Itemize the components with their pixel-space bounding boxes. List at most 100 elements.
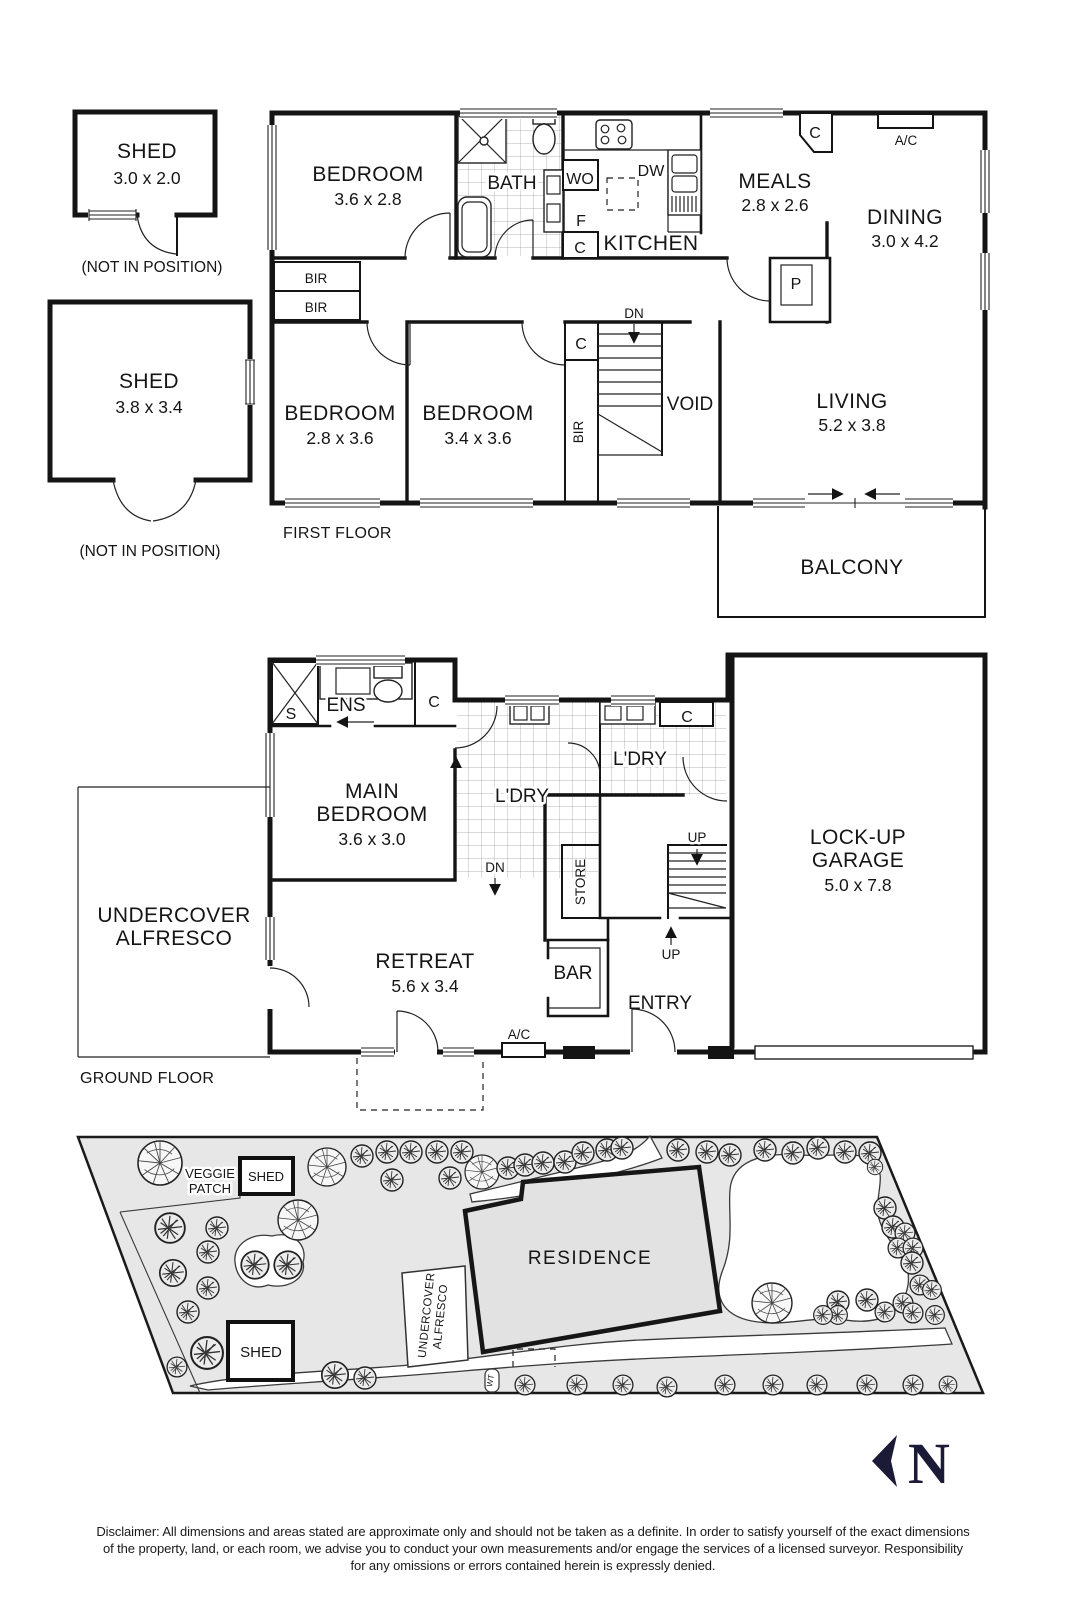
bedroom2-label: BEDROOM <box>284 402 395 425</box>
site-plan: VEGGIE PATCH SHED SHED RESIDENCE UNDERCO… <box>76 1134 985 1398</box>
shed1-label: SHED <box>117 140 177 163</box>
laundry1-tiled-floor <box>457 702 598 878</box>
void-label: VOID <box>667 394 713 415</box>
ac-label-first: A/C <box>895 133 918 148</box>
ens-label: ENS <box>326 695 365 716</box>
shed2-label: SHED <box>119 370 179 393</box>
kitchen-fixtures <box>562 119 702 259</box>
tree-icon <box>900 1251 924 1275</box>
tree-icon <box>196 1276 220 1300</box>
site-shed-bottom-label: SHED <box>240 1344 282 1361</box>
ens-toilet <box>373 679 403 703</box>
tree-icon <box>450 1140 474 1164</box>
tree-icon <box>190 1336 224 1370</box>
laundry-tubs <box>509 701 656 725</box>
tree-icon <box>320 1360 350 1390</box>
tree-icon <box>154 1212 186 1244</box>
porch-dashed-outline <box>356 1058 484 1111</box>
vanity <box>543 169 564 233</box>
bedroom3-dims: 3.4 x 3.6 <box>444 428 511 448</box>
dn-label-first: DN <box>624 306 644 321</box>
fridge-label: F <box>576 213 586 230</box>
tree-icon <box>610 1136 634 1160</box>
garage-door <box>754 1045 974 1060</box>
bar-counter <box>546 938 610 1018</box>
ac-unit-ground <box>501 1042 546 1058</box>
tree-icon <box>176 1300 200 1324</box>
tree-icon <box>833 1140 857 1164</box>
shed1-plan: SHED 3.0 x 2.0 (NOT IN POSITION) <box>72 109 222 276</box>
tree-icon <box>307 1147 347 1187</box>
toilet <box>532 123 556 155</box>
tree-icon <box>137 1140 183 1186</box>
tree-icon <box>666 1138 690 1162</box>
first-floor-windows <box>266 107 991 509</box>
living-dims: 5.2 x 3.8 <box>818 415 885 435</box>
tree-icon <box>277 1199 319 1241</box>
tree-icon <box>380 1168 404 1192</box>
pantry-label: P <box>791 276 802 293</box>
site-shed-top-label: SHED <box>248 1169 284 1184</box>
shed1-dims: 3.0 x 2.0 <box>113 168 180 188</box>
shower-label: S <box>286 706 297 723</box>
first-floor-arrows <box>628 324 900 500</box>
water-tank <box>484 1368 500 1393</box>
tree-icon <box>571 1141 595 1165</box>
veggie-patch-label-1: VEGGIE <box>185 1166 235 1181</box>
bir-vertical-label: BIR <box>571 421 586 444</box>
balcony-outline <box>717 506 986 618</box>
veggie-patch-label-2: PATCH <box>189 1181 231 1196</box>
alfresco-outline <box>77 786 270 1058</box>
tree-icon <box>425 1140 449 1164</box>
residence-label: RESIDENCE <box>528 1248 652 1269</box>
first-floor-plan: BEDROOM 3.6 x 2.8 BATH WO F C DW KITCHEN… <box>266 107 991 618</box>
tree-icon <box>273 1250 303 1280</box>
tree-icon <box>781 1141 805 1165</box>
bir1-label: BIR <box>305 271 328 286</box>
tree-icon <box>762 1374 784 1396</box>
tree-icon <box>714 1374 736 1396</box>
tree-icon <box>196 1240 220 1264</box>
store-label: STORE <box>573 859 588 905</box>
tree-icon <box>806 1374 828 1396</box>
main-bedroom-dims: 3.6 x 3.0 <box>338 829 405 849</box>
ens-toilet-cistern <box>373 665 403 679</box>
alfresco-label-2: ALFRESCO <box>116 927 232 950</box>
laundry-cupboard <box>659 701 714 727</box>
dining-dims: 3.0 x 4.2 <box>871 231 938 251</box>
retreat-dims: 5.6 x 3.4 <box>391 976 458 996</box>
main-bedroom-label-2: BEDROOM <box>316 803 427 826</box>
tree-icon <box>205 1216 229 1240</box>
site-shed-bottom <box>226 1320 295 1382</box>
tree-icon <box>350 1144 374 1168</box>
bedroom3-label: BEDROOM <box>422 402 533 425</box>
store-closet <box>561 844 601 919</box>
shed2-dims: 3.8 x 3.4 <box>115 397 182 417</box>
disclaimer-line-2: of the property, land, or each room, we … <box>103 1541 964 1556</box>
site-porch-dashed <box>512 1348 556 1367</box>
ground-floor-caption: GROUND FLOOR <box>80 1070 214 1087</box>
tree-icon <box>375 1140 399 1164</box>
site-alfresco <box>401 1265 469 1368</box>
dining-label: DINING <box>867 206 943 229</box>
water-tank-label: WT <box>485 1374 496 1388</box>
tree-icon <box>718 1143 742 1167</box>
threshold-1 <box>563 1046 595 1059</box>
ground-floor-plan: S ENS C MAIN BEDROOM 3.6 x 3.0 L'DRY L'D… <box>77 652 988 1111</box>
up-label-stairs: UP <box>688 830 707 845</box>
tree-icon <box>922 1280 942 1300</box>
up-label-entry: UP <box>662 947 681 962</box>
ground-floor-arrows <box>336 716 703 945</box>
main-bedroom-label-1: MAIN <box>345 780 399 803</box>
dn-label-ground: DN <box>485 860 505 875</box>
tree-icon <box>925 1305 945 1325</box>
laundry1-label: L'DRY <box>495 786 549 807</box>
first-floor-caption: FIRST FLOOR <box>283 525 392 542</box>
tree-icon <box>856 1374 878 1396</box>
site-shed-top <box>238 1156 295 1196</box>
living-label: LIVING <box>816 390 887 413</box>
tree-icon <box>566 1374 588 1396</box>
tree-icon <box>158 1258 188 1288</box>
bedroom2-dims: 2.8 x 3.6 <box>306 428 373 448</box>
